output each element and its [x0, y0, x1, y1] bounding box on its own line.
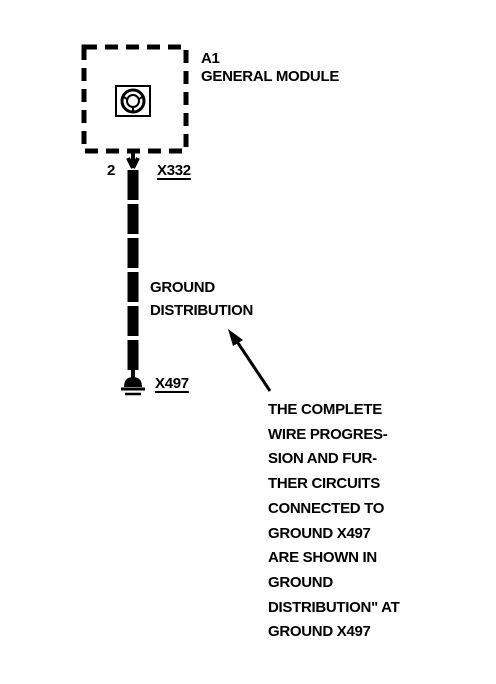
note-line: GROUND X497: [268, 623, 371, 641]
note-line: CONNECTED TO: [268, 499, 385, 517]
ground-id: X497: [155, 375, 189, 392]
note-line: WIRE PROGRES-: [268, 425, 388, 443]
note-line: ARE SHOWN IN: [268, 549, 377, 567]
connector-x332-symbol: [126, 152, 140, 169]
note-line: GROUND X497: [268, 524, 371, 542]
steering-wheel-icon: [115, 85, 151, 117]
connector-id: X332: [157, 162, 191, 179]
module-name: GENERAL MODULE: [201, 68, 340, 85]
note-line: THE COMPLETE: [268, 401, 382, 418]
ground-icon: [121, 370, 145, 396]
leader-arrow: [228, 329, 272, 392]
connector-pin: 2: [107, 162, 116, 179]
note-line: SION AND FUR-: [268, 450, 377, 468]
wire-label-line-1: GROUND: [150, 279, 215, 296]
note-line: GROUND: [268, 573, 333, 591]
module-ref: A1: [201, 50, 220, 67]
wire-label-line-2: DISTRIBUTION: [150, 302, 254, 319]
module-box: [81, 44, 189, 154]
note-line: THER CIRCUITS: [268, 475, 380, 493]
note-line: DISTRIBUTION" AT: [268, 598, 400, 616]
note-callout: THE COMPLETE WIRE PROGRES- SION AND FUR-…: [268, 398, 458, 645]
